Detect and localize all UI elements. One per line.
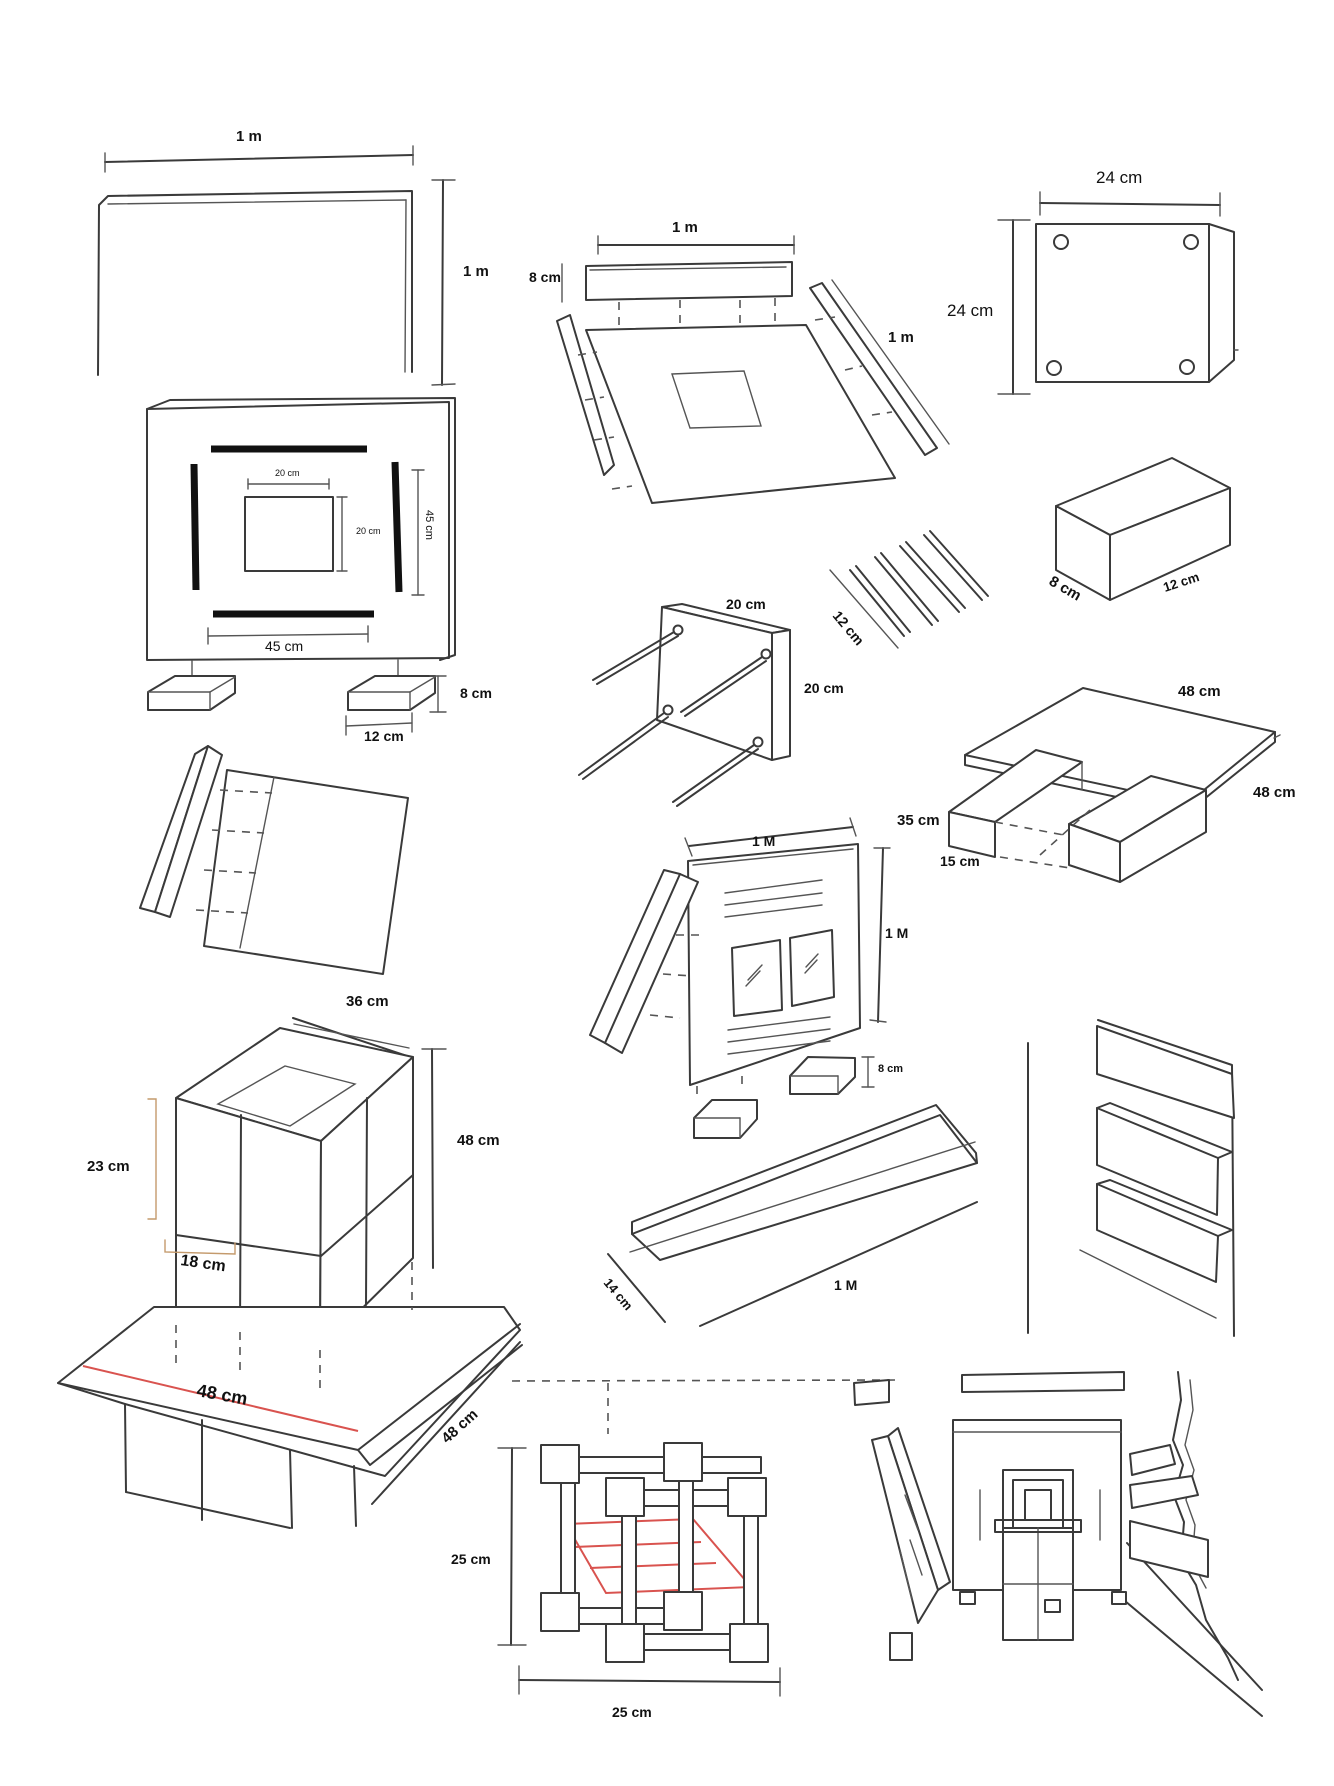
- plate-width-label: 24 cm: [1096, 168, 1142, 187]
- tray-side-length-label: 1 m: [888, 329, 914, 346]
- frame-sketch: 1 m 1 m: [97, 128, 489, 386]
- rods-sketch: 12 cm: [829, 530, 989, 649]
- leg-height-label: 35 cm: [897, 812, 940, 829]
- wall-shelves-sketch: [1027, 1019, 1235, 1337]
- panel-outer-width-label: 45 cm: [265, 638, 303, 654]
- grid-sketch: 25 cm 25 cm: [451, 1379, 899, 1720]
- room-assembly-sketch: [853, 1371, 1263, 1717]
- frame-height-label: 1 m: [463, 263, 489, 280]
- leg-width-label: 15 cm: [940, 853, 980, 869]
- tray-strip-height-label: 8 cm: [529, 269, 561, 285]
- board-foot-label: 8 cm: [878, 1063, 903, 1075]
- cube-half-width-label: 18 cm: [179, 1252, 226, 1275]
- grid-width-label: 25 cm: [612, 1704, 652, 1720]
- box-sketch: 20 cm 20 cm: [578, 596, 844, 807]
- table-width-label: 48 cm: [1178, 683, 1221, 700]
- cube-half-height-label: 23 cm: [87, 1158, 130, 1175]
- panel-inner-width-label: 20 cm: [275, 468, 300, 478]
- cube-sketch: 36 cm 48 cm 23 cm 18 cm 48 cm 48 cm: [57, 993, 523, 1529]
- foot-length-label: 12 cm: [364, 728, 404, 744]
- cube-height-label: 48 cm: [457, 1132, 500, 1149]
- foot-height-label: 8 cm: [460, 685, 492, 701]
- side-panel-sketch: [139, 745, 409, 975]
- panel-outer-height-label: 45 cm: [423, 510, 435, 540]
- board-width-label: 1 M: [752, 833, 775, 849]
- tray-width-label: 1 m: [672, 219, 698, 236]
- shelf-length-label: 1 M: [834, 1277, 857, 1293]
- board-height-label: 1 M: [885, 925, 908, 941]
- box-width-label: 20 cm: [726, 596, 766, 612]
- board-sketch: 1 M 1 M 8 cm: [589, 817, 908, 1139]
- panel-sketch: 20 cm 20 cm 45 cm 45 cm 8 cm 12 cm: [146, 397, 492, 744]
- rods-length-label: 12 cm: [830, 608, 868, 649]
- table-depth-label: 48 cm: [1253, 784, 1296, 801]
- grid-height-label: 25 cm: [451, 1551, 491, 1567]
- table-sketch: 48 cm 48 cm 35 cm 15 cm: [897, 683, 1296, 883]
- frame-width-label: 1 m: [236, 128, 262, 145]
- tray-sketch: 1 m 8 cm 1 m: [529, 219, 950, 504]
- shelf-sketch: 14 cm 1 M: [601, 1104, 978, 1327]
- cube-top-label: 36 cm: [346, 993, 389, 1010]
- plate-height-label: 24 cm: [947, 301, 993, 320]
- box-height-label: 20 cm: [804, 680, 844, 696]
- block-sketch: 8 cm 12 cm: [1046, 457, 1231, 605]
- panel-inner-height-label: 20 cm: [356, 526, 381, 536]
- plate-sketch: 24 cm 24 cm: [947, 168, 1239, 395]
